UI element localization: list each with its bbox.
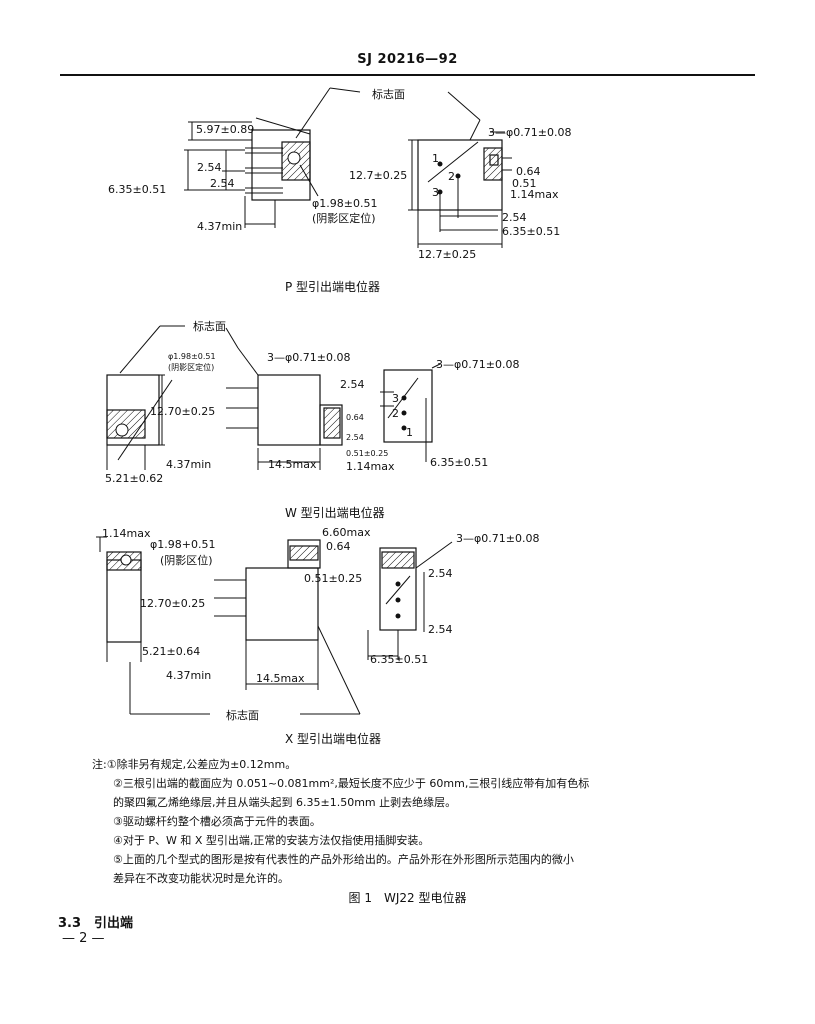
x-dim-254a: 2.54	[428, 567, 453, 580]
x-holes: 3—φ0.71±0.08	[456, 532, 539, 545]
p-dim-437: 4.37min	[197, 220, 242, 233]
w-holes-a: 3—φ0.71±0.08	[267, 351, 350, 364]
p-type-front-view	[408, 91, 512, 248]
x-dim-1270: 12.70±0.25	[140, 597, 205, 610]
x-type-caption: X 型引出端电位器	[285, 731, 381, 746]
x-phi198: φ1.98+0.51	[150, 538, 215, 551]
header-rule	[60, 74, 755, 76]
x-dim-064: 0.64	[326, 540, 351, 553]
p-pin-1: 1	[432, 152, 439, 165]
w-pin-2: 2	[392, 407, 399, 420]
w-type-caption: W 型引出端电位器	[285, 505, 385, 520]
p-type-side-view	[184, 87, 361, 228]
x-type-views	[96, 536, 453, 715]
note-5-cont: 差异在不改变功能状况时是允许的。	[113, 872, 289, 885]
x-dim-635: 6.35±0.51	[370, 653, 428, 666]
p-dim-114: 1.14max	[510, 188, 559, 201]
w-dim-064: 0.64	[346, 413, 364, 422]
page-number: — 2 —	[62, 931, 105, 946]
w-type-views	[106, 325, 441, 470]
w-dim-1270: 12.70±0.25	[150, 405, 215, 418]
section-heading: 3.3 引出端	[58, 916, 134, 931]
p-dim-254b: 2.54	[210, 177, 235, 190]
note-5: ⑤上面的几个型式的图形是按有代表性的产品外形给出的。产品外形在外形图所示范围内的…	[113, 853, 574, 866]
w-pin-3: 3	[392, 392, 399, 405]
p-dim-635: 6.35±0.51	[108, 183, 166, 196]
note-2: ②三根引出端的截面应为 0.051~0.081mm²,最短长度不应少于 60mm…	[113, 777, 590, 790]
p-marking-face: 标志面	[372, 87, 405, 101]
document-header: SJ 20216—92	[357, 52, 458, 67]
x-dim-437: 4.37min	[166, 669, 211, 682]
note-2-cont: 的聚四氟乙烯绝缘层,并且从端头起到 6.35±1.50mm 止剥去绝缘层。	[113, 796, 457, 809]
w-holes-b: 3—φ0.71±0.08	[436, 358, 519, 371]
p-dim-064: 0.64	[516, 165, 541, 178]
p-holes: 3—φ0.71±0.08	[488, 126, 571, 139]
w-dim-254a: 2.54	[340, 378, 365, 391]
x-dim-521: 5.21±0.64	[142, 645, 200, 658]
notes-block: 注:①除非另有规定,公差应为±0.12mm。 ②三根引出端的截面应为 0.051…	[92, 755, 692, 888]
p-dim-127-v: 12.7±0.25	[349, 169, 407, 182]
x-dim-660: 6.60max	[322, 526, 371, 539]
w-dim-521: 5.21±0.62	[105, 472, 163, 485]
w-shade-note: (阴影区定位)	[168, 362, 214, 372]
figure-caption: 图 1 WJ22 型电位器	[348, 891, 467, 905]
w-marking-face: 标志面	[193, 319, 226, 333]
note-4: ④对于 P、W 和 X 型引出端,正常的安装方法仅指使用插脚安装。	[113, 834, 430, 847]
p-pin-2: 2	[448, 170, 455, 183]
w-dim-114: 1.14max	[346, 460, 395, 473]
w-phi198: φ1.98±0.51	[168, 352, 216, 361]
w-dim-051: 0.51±0.25	[346, 449, 388, 458]
note-1: 注:①除非另有规定,公差应为±0.12mm。	[92, 755, 692, 774]
note-1-text: ①除非另有规定,公差应为±0.12mm。	[106, 758, 297, 771]
p-dim-254a: 2.54	[197, 161, 222, 174]
p-dim-phi198: φ1.98±0.51	[312, 197, 377, 210]
x-dim-145: 14.5max	[256, 672, 305, 685]
note-3: ③驱动螺杆约整个槽必须高于元件的表面。	[113, 815, 321, 828]
x-marking-face: 标志面	[226, 708, 259, 722]
w-pin-1: 1	[406, 426, 413, 439]
p-pin-3: 3	[432, 186, 439, 199]
w-dim-437: 4.37min	[166, 458, 211, 471]
w-dim-635: 6.35±0.51	[430, 456, 488, 469]
x-shade-note: (阴影区位)	[160, 553, 213, 567]
p-dim-635b: 6.35±0.51	[502, 225, 560, 238]
w-dim-254b: 2.54	[346, 433, 364, 442]
p-dim-254c: 2.54	[502, 211, 527, 224]
x-dim-114: 1.14max	[102, 527, 151, 540]
p-dim-127-h: 12.7±0.25	[418, 248, 476, 261]
x-dim-254b: 2.54	[428, 623, 453, 636]
p-dim-051: 0.51	[512, 177, 537, 190]
notes-label: 注:	[92, 758, 107, 771]
p-dim-597: 5.97±0.89	[196, 123, 254, 136]
p-type-caption: P 型引出端电位器	[285, 279, 380, 294]
w-dim-145: 14.5max	[268, 458, 317, 471]
p-shade-note: (阴影区定位)	[312, 211, 376, 225]
technical-drawings: 5.97±0.89 2.54 2.54 6.35±0.51 4.37min φ1…	[96, 87, 571, 746]
x-dim-051: 0.51±0.25	[304, 572, 362, 585]
